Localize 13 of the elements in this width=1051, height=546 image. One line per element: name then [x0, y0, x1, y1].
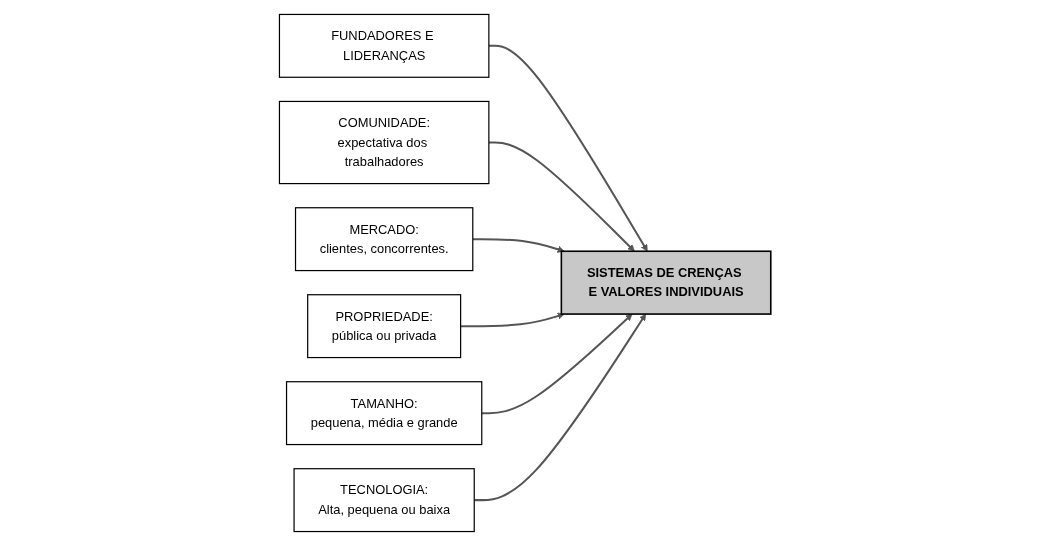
arrow — [474, 313, 647, 502]
node-box: PROPRIEDADE: pública ou privada — [307, 294, 462, 359]
arrow — [461, 312, 565, 328]
node-box: FUNDADORES E LIDERANÇAS — [279, 13, 490, 78]
node-box: SISTEMAS DE CRENÇAS E VALORES INDIVIDUAIS — [560, 250, 772, 315]
arrow — [489, 44, 649, 252]
arrow — [482, 313, 633, 415]
node-box: TAMANHO: pequena, média e grande — [286, 381, 483, 446]
node-box: MERCADO: clientes, concorrentes. — [295, 207, 474, 272]
arrow — [489, 141, 636, 252]
arrow — [473, 238, 565, 253]
node-box: COMUNIDADE: expectativa dos trabalhadores — [279, 100, 490, 185]
node-box: TECNOLOGIA: Alta, pequena ou baixa — [293, 468, 476, 533]
